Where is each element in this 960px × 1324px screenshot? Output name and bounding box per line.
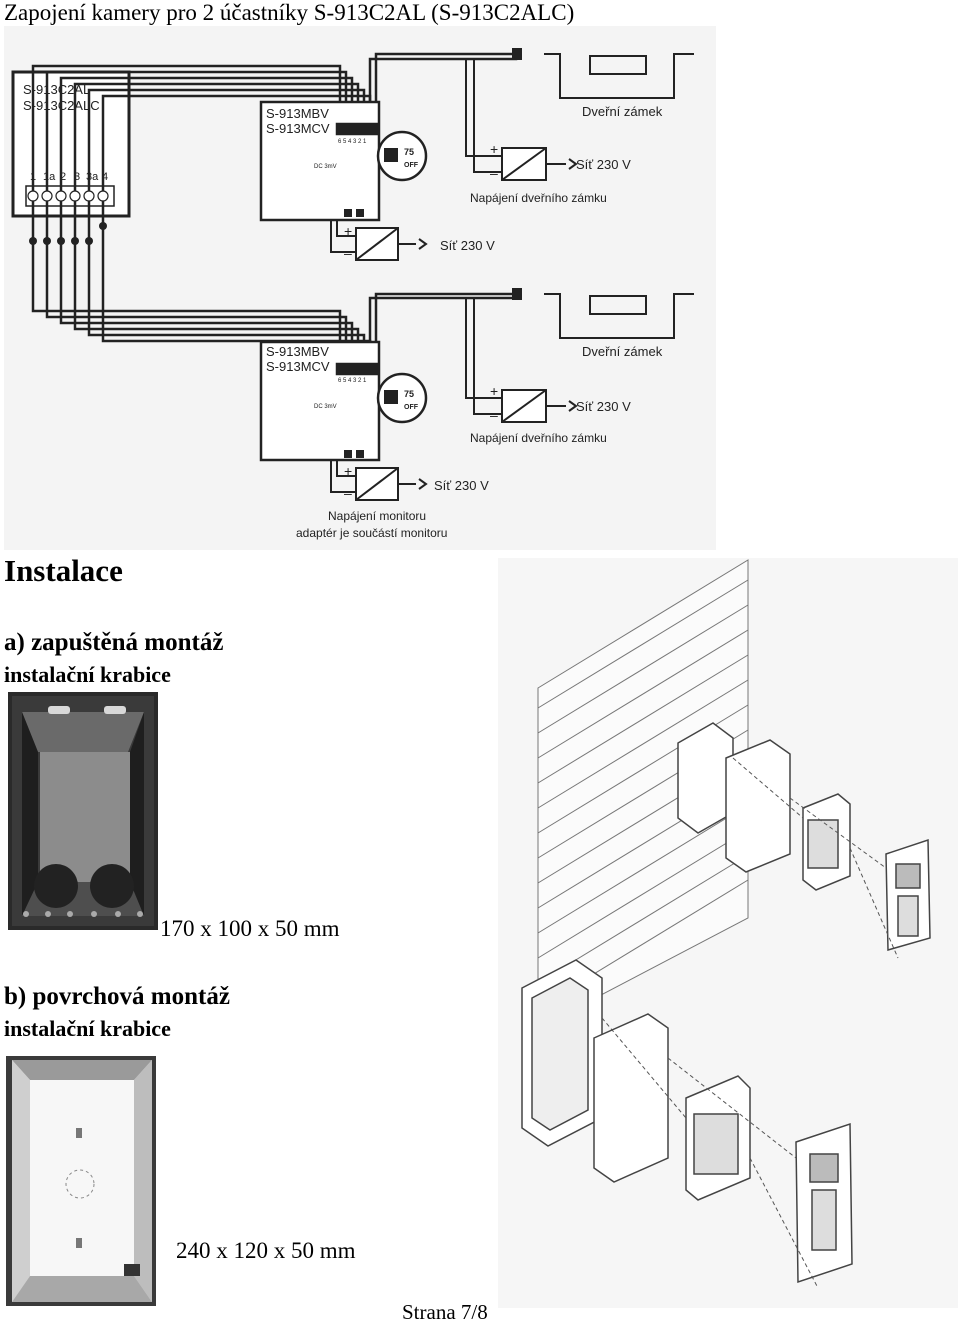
- svg-text:–: –: [344, 245, 352, 261]
- page-number: Strana 7/8: [402, 1300, 488, 1324]
- monitor-2-model-2: S-913MCV: [266, 359, 330, 374]
- flush-box-dimensions: 170 x 100 x 50 mm: [160, 916, 340, 941]
- svg-text:–: –: [344, 485, 352, 501]
- svg-text:OFF: OFF: [404, 162, 419, 169]
- monitor-2-terminals: 6 5 4 3 2 1: [338, 378, 367, 384]
- surface-mount-box-label: instalační krabice: [4, 1016, 171, 1041]
- door-lock-2-label: Dveřní zámek: [582, 344, 663, 359]
- lock-supply-1-label: Napájení dveřního zámku: [470, 191, 607, 205]
- installation-illustration: [498, 558, 958, 1308]
- terminal-3: 3: [74, 171, 80, 183]
- door-lock-1-label: Dveřní zámek: [582, 104, 663, 119]
- monitor-2-dc: DC 3mV: [314, 404, 337, 410]
- monitor-1-terminals: 6 5 4 3 2 1: [338, 139, 367, 145]
- wiring-diagram: S-913C2AL S-913C2ALC 1 1a 2 3 3a 4: [4, 26, 716, 550]
- svg-text:+: +: [490, 383, 498, 399]
- svg-text:75: 75: [404, 389, 414, 399]
- surface-box-dimensions: 240 x 120 x 50 mm: [176, 1238, 356, 1263]
- mains-2-label: Síť 230 V: [440, 238, 495, 253]
- svg-text:+: +: [490, 141, 498, 157]
- terminal-1a: 1a: [43, 171, 56, 183]
- monitor-2-model-1: S-913MBV: [266, 344, 329, 359]
- surface-mount-title: b) povrchová montáž: [4, 983, 230, 1010]
- page-title: Zapojení kamery pro 2 účastníky S-913C2A…: [4, 0, 575, 25]
- svg-text:+: +: [344, 223, 352, 239]
- mains-1-label: Síť 230 V: [576, 157, 631, 172]
- terminal-2: 2: [60, 171, 66, 183]
- flush-mount-title: a) zapuštěná montáž: [4, 629, 224, 656]
- base-model-1: S-913C2AL: [23, 82, 90, 97]
- mains-4-label: Síť 230 V: [434, 478, 489, 493]
- svg-text:75: 75: [404, 147, 414, 157]
- lock-supply-2-label: Napájení dveřního zámku: [470, 431, 607, 445]
- svg-text:–: –: [490, 407, 498, 423]
- svg-text:+: +: [344, 463, 352, 479]
- monitor-supply-line-2: adaptér je součástí monitoru: [296, 526, 447, 540]
- surface-box-image: [6, 1056, 156, 1306]
- monitor-1-dc: DC 3mV: [314, 164, 337, 170]
- flush-box-image: [8, 692, 158, 930]
- monitor-supply-line-1: Napájení monitoru: [328, 509, 426, 523]
- terminal-4: 4: [102, 171, 108, 183]
- svg-text:OFF: OFF: [404, 404, 419, 411]
- monitor-1-model-1: S-913MBV: [266, 106, 329, 121]
- svg-text:–: –: [490, 165, 498, 181]
- flush-mount-box-label: instalační krabice: [4, 662, 171, 687]
- install-heading: Instalace: [4, 553, 123, 588]
- monitor-1-model-2: S-913MCV: [266, 121, 330, 136]
- mains-3-label: Síť 230 V: [576, 399, 631, 414]
